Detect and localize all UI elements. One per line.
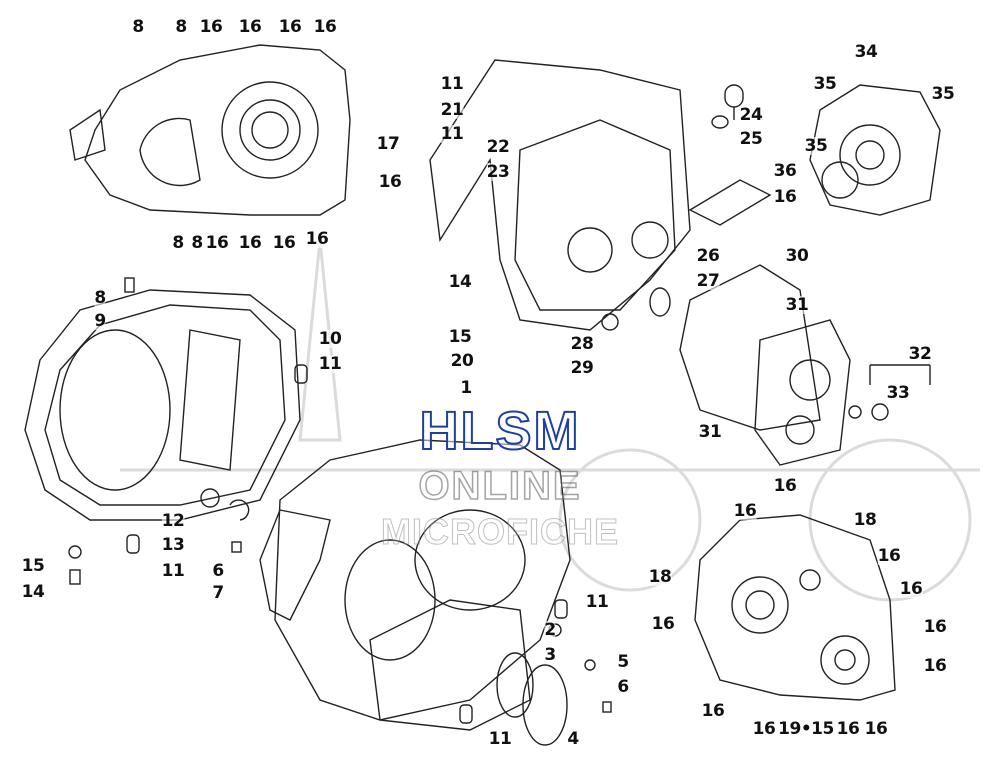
callout-33[interactable]: 33 [886,383,910,403]
callout-15[interactable]: 15 [448,327,472,347]
callout-12[interactable]: 12 [161,511,185,531]
callout-34[interactable]: 34 [854,42,878,62]
callout-6[interactable]: 6 [212,561,224,581]
callout-16[interactable]: 16 [199,17,223,37]
callout-11[interactable]: 11 [585,592,609,612]
watermark-line1: HLSM [419,400,581,462]
callout-11[interactable]: 11 [161,561,185,581]
callout-16[interactable]: 16 [378,172,402,192]
callout-14[interactable]: 14 [448,272,472,292]
callout-10[interactable]: 10 [318,329,342,349]
callout-36[interactable]: 36 [773,161,797,181]
watermark-line3: MICROFICHE [381,511,619,552]
callout-16[interactable]: 16 [701,701,725,721]
callout-16[interactable]: 16 [877,546,901,566]
callout-16[interactable]: 16 [205,233,229,253]
callout-18[interactable]: 18 [853,510,877,530]
callout-16[interactable]: 16 [272,233,296,253]
crankcase-left [259,439,596,746]
callout-14[interactable]: 14 [21,582,45,602]
callout-13[interactable]: 13 [161,535,185,555]
callout-20[interactable]: 20 [450,351,474,371]
callout-8[interactable]: 8 [172,233,184,253]
callout-11[interactable]: 11 [440,124,464,144]
small-parts [68,277,612,724]
callout-8[interactable]: 8 [191,233,203,253]
callout-31[interactable]: 31 [785,295,809,315]
callout-28[interactable]: 28 [570,334,594,354]
callout-16[interactable]: 16 [733,501,757,521]
callout-6[interactable]: 6 [617,677,629,697]
callout-16[interactable]: 16 [773,476,797,496]
callout-35[interactable]: 35 [813,74,837,94]
callout-16[interactable]: 16 [651,614,675,634]
callout-15[interactable]: 15 [21,556,45,576]
callout-27[interactable]: 27 [696,271,720,291]
callout-35[interactable]: 35 [931,84,955,104]
callout-17[interactable]: 17 [376,134,400,154]
callout-9[interactable]: 9 [94,311,106,331]
callout-16[interactable]: 16 [313,17,337,37]
callout-11[interactable]: 11 [318,354,342,374]
callout-16[interactable]: 16 [923,617,947,637]
clutch-cover-outer [69,44,351,216]
callout-16[interactable]: 16 [305,229,329,249]
crankcase-right [429,59,772,331]
callout-7[interactable]: 7 [212,583,224,603]
callout-16[interactable]: 16 [773,187,797,207]
callout-16[interactable]: 16 [752,719,776,739]
callout-16[interactable]: 16 [278,17,302,37]
callout-21[interactable]: 21 [440,100,464,120]
callout-16[interactable]: 16 [923,656,947,676]
callout-16[interactable]: 16 [238,17,262,37]
callout-4[interactable]: 4 [567,729,579,749]
callout-16[interactable]: 16 [864,719,888,739]
callout-16[interactable]: 16 [238,233,262,253]
callout-3[interactable]: 3 [544,645,556,665]
callout-8[interactable]: 8 [94,288,106,308]
magneto-cover [694,514,896,701]
callout-1[interactable]: 1 [460,378,472,398]
callout-19-15[interactable]: 19•15 [778,719,834,739]
callout-35[interactable]: 35 [804,136,828,156]
callout-11[interactable]: 11 [440,74,464,94]
callout-32[interactable]: 32 [908,344,932,364]
callout-26[interactable]: 26 [696,246,720,266]
callout-25[interactable]: 25 [739,129,763,149]
gasket [601,264,931,466]
callout-8[interactable]: 8 [175,17,187,37]
callout-22[interactable]: 22 [486,137,510,157]
callout-2[interactable]: 2 [544,620,556,640]
watermark-line2: ONLINE [418,463,582,509]
water-pump-cover [809,84,941,216]
clutch-cover-inner [24,289,301,521]
callout-5[interactable]: 5 [617,652,629,672]
callout-11[interactable]: 11 [488,729,512,749]
callout-16[interactable]: 16 [899,579,923,599]
callout-24[interactable]: 24 [739,105,763,125]
callout-29[interactable]: 29 [570,358,594,378]
callout-23[interactable]: 23 [486,162,510,182]
callout-8[interactable]: 8 [132,17,144,37]
callout-30[interactable]: 30 [785,246,809,266]
callout-31[interactable]: 31 [698,422,722,442]
callout-18[interactable]: 18 [648,567,672,587]
callout-16[interactable]: 16 [836,719,860,739]
